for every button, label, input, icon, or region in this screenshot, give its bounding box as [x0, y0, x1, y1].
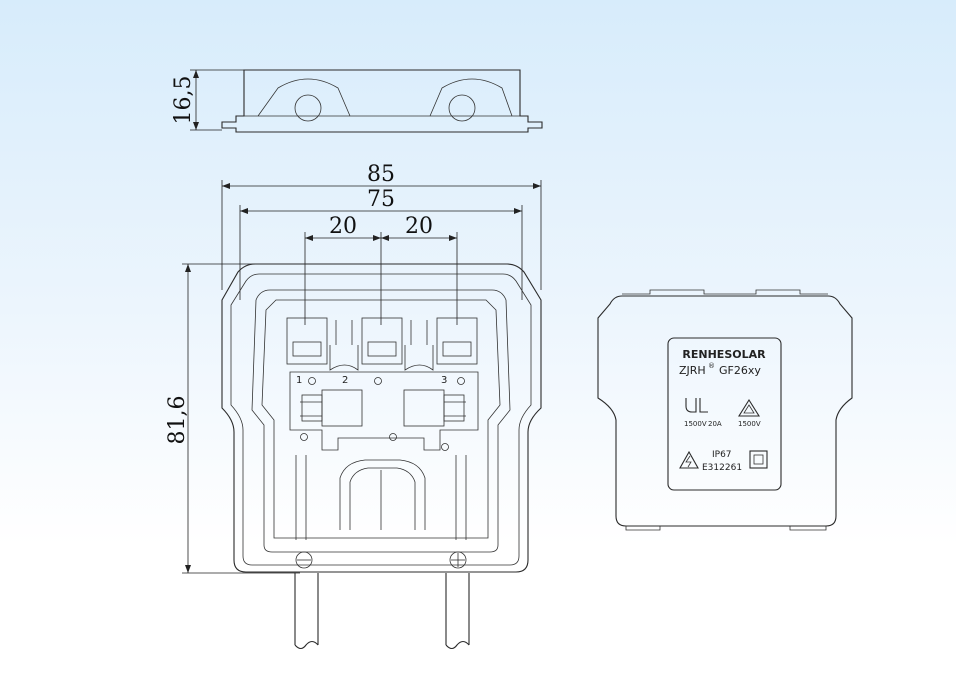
- lid-ip-rating: IP67: [712, 450, 732, 460]
- double-insulation-icon: [749, 450, 768, 469]
- lid-ul-current: 20A: [708, 420, 722, 428]
- warning-triangle-icon: [738, 398, 760, 417]
- dim-side-height: 16,5: [171, 76, 196, 125]
- terminal-label-3: 3: [441, 375, 447, 386]
- electric-hazard-icon: [679, 450, 699, 469]
- lid-view: [597, 289, 853, 531]
- dim-total-height: 81,6: [165, 396, 190, 445]
- terminal-label-1: 1: [296, 375, 302, 386]
- ul-mark-icon: [685, 398, 708, 413]
- lid-registered-mark: ®: [708, 362, 715, 370]
- dim-pitch-left: 20: [329, 214, 357, 239]
- front-view: [221, 263, 542, 650]
- dimension-lines: [182, 180, 542, 574]
- side-view: [190, 69, 543, 133]
- dim-pitch-right: 20: [405, 214, 433, 239]
- dim-width-inner: 75: [367, 187, 395, 212]
- lid-tuv-voltage: 1500V: [738, 420, 761, 428]
- terminal-label-2: 2: [342, 375, 348, 386]
- dim-width-outer: 85: [367, 162, 395, 187]
- lid-ul-voltage: 1500V: [684, 420, 707, 428]
- lid-model-prefix: ZJRH: [679, 364, 706, 377]
- lid-file-number: E312261: [702, 463, 742, 473]
- lid-model-suffix: GF26xy: [719, 364, 761, 377]
- lid-brand: RENHESOLAR: [682, 348, 766, 361]
